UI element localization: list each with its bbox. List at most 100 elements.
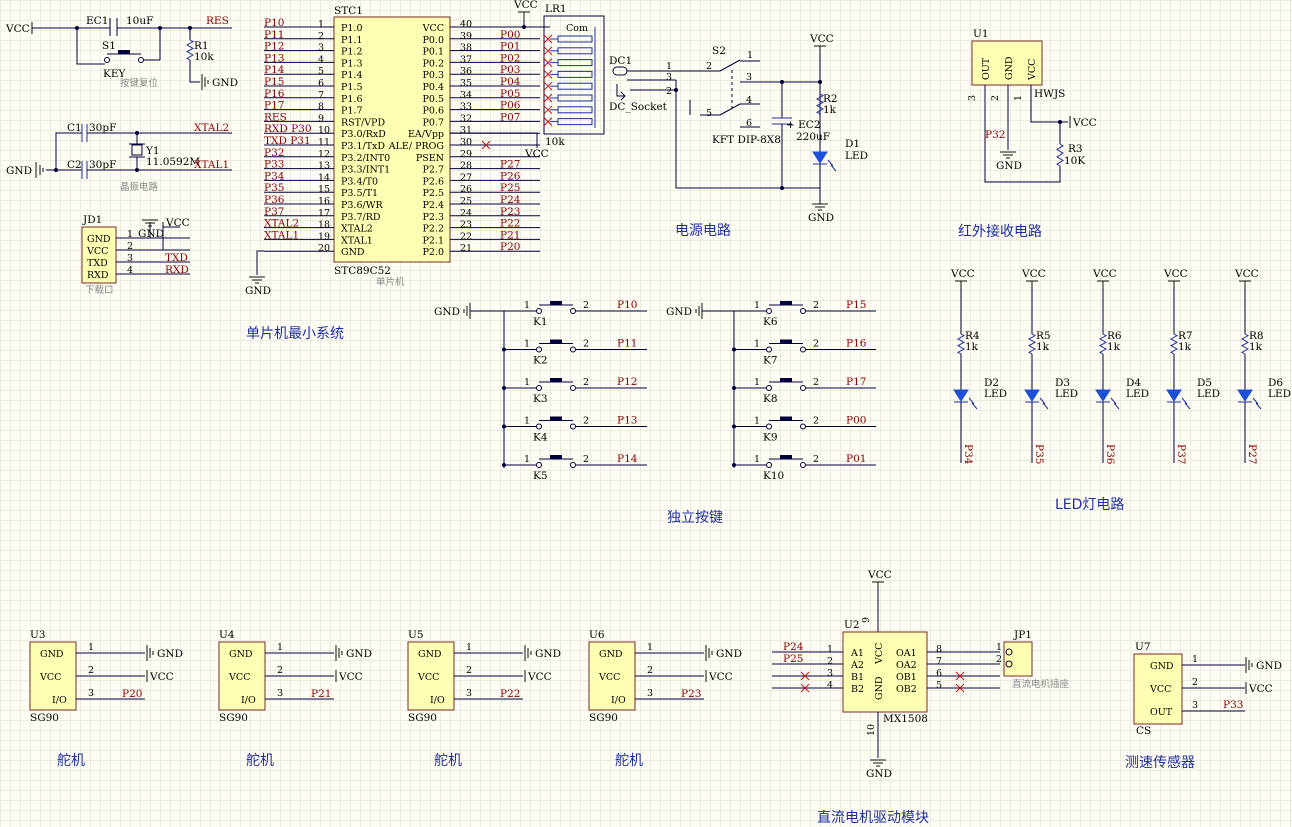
mcu-net-right: P04 xyxy=(500,76,521,88)
mcu-pin-right: P2.7 xyxy=(422,165,444,176)
mcu-pin-right: EA/Vpp xyxy=(408,129,444,140)
pin-number: 29 xyxy=(460,149,472,160)
pin-number: 21 xyxy=(460,243,472,254)
servo-pin: VCC xyxy=(417,672,439,683)
led-ref: D6 xyxy=(1268,377,1283,389)
driver-pin-left: B1 xyxy=(851,672,864,683)
download-pin: VCC xyxy=(86,246,108,257)
pin-number: 4 xyxy=(318,54,324,65)
mcu-pin-right: P2.0 xyxy=(422,247,444,258)
mcu-net-right: P26 xyxy=(500,170,521,182)
lr1-com: Com xyxy=(566,23,588,34)
pin-number: 3 xyxy=(127,253,133,264)
mcu-pin-right: P2.5 xyxy=(422,188,444,199)
mcu-net-left: P15 xyxy=(264,76,284,88)
pin-number: 37 xyxy=(460,54,472,65)
servo-part: SG90 xyxy=(30,712,59,724)
gnd-label: GND xyxy=(1256,660,1282,672)
s2-ref: S2 xyxy=(712,45,726,57)
pin-number: 39 xyxy=(460,31,472,42)
mcu-pin-right: P0.2 xyxy=(422,58,444,69)
pin-number: 26 xyxy=(460,184,472,195)
pin-number: 19 xyxy=(318,231,330,242)
mcu-pin-left: P3.2/INT0 xyxy=(341,153,390,164)
vcc-label: VCC xyxy=(338,671,363,683)
driver-pin-right: OB1 xyxy=(896,672,917,683)
driver-pin-left: A1 xyxy=(850,648,864,659)
pin-number: 2 xyxy=(583,454,589,465)
title-servo: 舵机 xyxy=(57,753,85,769)
servo-pin: I/O xyxy=(241,695,256,706)
mcu-part: STC89C52 xyxy=(334,265,391,277)
mcu-pin-right: P0.3 xyxy=(422,70,444,81)
pin-number: 2 xyxy=(813,377,819,388)
gnd-label: GND xyxy=(808,212,834,224)
c2-value: 30pF xyxy=(89,159,116,171)
key-ref: K1 xyxy=(533,316,548,328)
servo-ref: U6 xyxy=(589,629,605,641)
pin-number: 7 xyxy=(936,656,942,667)
mcu-net-right: P24 xyxy=(500,194,521,206)
pin-number: 20 xyxy=(318,243,330,254)
mcu-net-right: P06 xyxy=(500,100,521,112)
key-net: P11 xyxy=(617,338,637,350)
vcc-label: VCC xyxy=(950,268,975,280)
d1-ref: D1 xyxy=(845,138,860,150)
pin-number: 38 xyxy=(460,43,472,54)
ec2-ref: + EC2 xyxy=(786,119,821,131)
pin-number: 27 xyxy=(460,172,472,183)
p24-net: P24 xyxy=(783,641,804,653)
mcu-net-left: P13 xyxy=(264,52,284,64)
mcu-net-right: P00 xyxy=(500,29,520,41)
servo-pin: GND xyxy=(229,649,253,660)
led-net: P34 xyxy=(962,444,974,465)
pin-number: 1 xyxy=(647,642,653,653)
pin-number: 22 xyxy=(460,231,472,242)
servo-net: P20 xyxy=(122,688,142,700)
p33-net: P33 xyxy=(1223,699,1243,711)
key-net: P12 xyxy=(617,376,637,388)
pin-number: 35 xyxy=(460,78,472,89)
mcu-net-left: P16 xyxy=(264,88,285,100)
mcu-pin-right: P2.4 xyxy=(422,200,444,211)
title-keys: 独立按键 xyxy=(667,510,723,526)
mcu-pin-left: P3.0/RxD xyxy=(341,129,386,140)
txd-net: TXD xyxy=(165,252,188,264)
mcu-stc89c52: STC1P1.01P10P1.12P11P1.23P12P1.34P13P1.4… xyxy=(245,0,549,297)
driver-vcc-pin: VCC xyxy=(874,643,885,665)
gnd-label: GND xyxy=(996,160,1022,172)
vcc-label: VCC xyxy=(5,23,30,35)
vcc-label: VCC xyxy=(1248,683,1273,695)
driver-gnd-pin: GND xyxy=(874,676,885,700)
s2-part: KFT DIP-8X8 xyxy=(712,134,781,146)
jp1-ref: JP1 xyxy=(1013,629,1032,641)
pin-number: 2 xyxy=(583,300,589,311)
pin-number: 1 xyxy=(666,61,672,72)
mcu-net-right: P25 xyxy=(500,182,520,194)
xtal1-net: XTAL1 xyxy=(194,159,229,171)
s1-ref: S1 xyxy=(102,40,116,52)
pin-number: 1 xyxy=(524,300,530,311)
pin-number: 2 xyxy=(827,656,833,667)
pin-number: 3 xyxy=(967,95,978,101)
c2-ref: C2 xyxy=(67,159,82,171)
pin-number: 40 xyxy=(460,19,472,30)
key-net: P17 xyxy=(846,376,866,388)
pin-number: 8 xyxy=(318,102,324,113)
key-net: P01 xyxy=(846,453,866,465)
pin-number: 2 xyxy=(813,300,819,311)
pin-number: 1 xyxy=(277,642,283,653)
r3-value: 10K xyxy=(1064,155,1085,167)
mcu-net-left: P35 xyxy=(264,182,284,194)
led-net: P36 xyxy=(1104,444,1116,465)
pin-number: 3 xyxy=(318,43,324,54)
mcu-net-left: P37 xyxy=(264,206,284,218)
title-mcu: 单片机最小系统 xyxy=(246,326,344,342)
s1-value: KEY xyxy=(103,68,127,80)
led-value: LED xyxy=(984,388,1007,400)
pin-number: 1 xyxy=(524,416,530,427)
